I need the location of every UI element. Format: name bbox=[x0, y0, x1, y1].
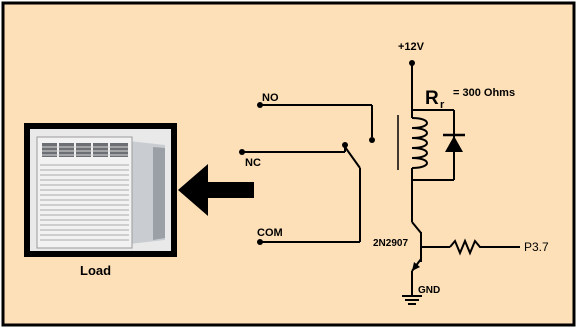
no-contact-dot bbox=[369, 137, 375, 143]
label-port: P3.7 bbox=[524, 240, 549, 254]
flyback-diode bbox=[445, 136, 463, 152]
label-com: COM bbox=[257, 227, 283, 239]
label-rr-value: = 300 Ohms bbox=[453, 87, 515, 99]
relay-contacts bbox=[242, 104, 373, 243]
vcc-dot bbox=[409, 60, 415, 66]
label-gnd: GND bbox=[418, 285, 440, 296]
no-terminal-dot bbox=[257, 102, 263, 108]
transistor-arrow bbox=[412, 262, 420, 271]
label-rr-sub: r bbox=[440, 99, 445, 111]
label-load: Load bbox=[80, 263, 111, 278]
load-frame bbox=[24, 123, 177, 257]
ground-symbol bbox=[402, 295, 422, 305]
base-resistor bbox=[449, 238, 520, 256]
relay-coil bbox=[411, 117, 428, 169]
air-conditioner-image bbox=[36, 136, 165, 249]
label-no: NO bbox=[262, 92, 279, 104]
label-vcc: +12V bbox=[398, 41, 425, 53]
nc-terminal-dot bbox=[239, 149, 245, 155]
com-terminal-dot bbox=[257, 239, 263, 245]
contact-dots bbox=[239, 102, 375, 245]
nc-contact-dot bbox=[342, 142, 348, 148]
label-transistor: 2N2907 bbox=[373, 238, 408, 249]
left-arrow-icon bbox=[178, 164, 254, 216]
label-nc: NC bbox=[245, 157, 261, 169]
label-rr: R bbox=[425, 88, 439, 109]
